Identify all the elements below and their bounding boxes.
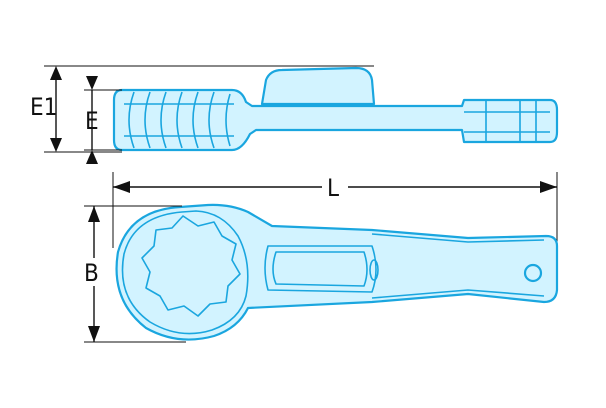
side-body [112, 88, 559, 152]
dim-e: E [84, 76, 122, 164]
top-body [115, 203, 559, 341]
socket-12pt [141, 215, 241, 317]
top-view [115, 203, 559, 341]
handle-recess [264, 245, 377, 293]
handle-end-ridge [464, 111, 550, 133]
taper-line [371, 233, 545, 299]
ring-rim [121, 210, 249, 335]
handle-recess-inner [272, 251, 368, 287]
handle-hole [523, 263, 543, 283]
side-view [112, 66, 559, 152]
b-label: B [84, 259, 99, 287]
dim-b: B [80, 205, 186, 343]
head-facets-2 [124, 103, 234, 137]
dim-e1: E1 [30, 65, 374, 153]
side-slot [369, 259, 379, 281]
handle-end-lines [485, 100, 537, 142]
e1-label: E1 [30, 93, 57, 121]
e-label: E [85, 107, 99, 135]
dim-l: L [112, 172, 558, 248]
l-label: L [327, 174, 339, 202]
head-facets [128, 91, 231, 149]
strike-tab [260, 66, 376, 106]
